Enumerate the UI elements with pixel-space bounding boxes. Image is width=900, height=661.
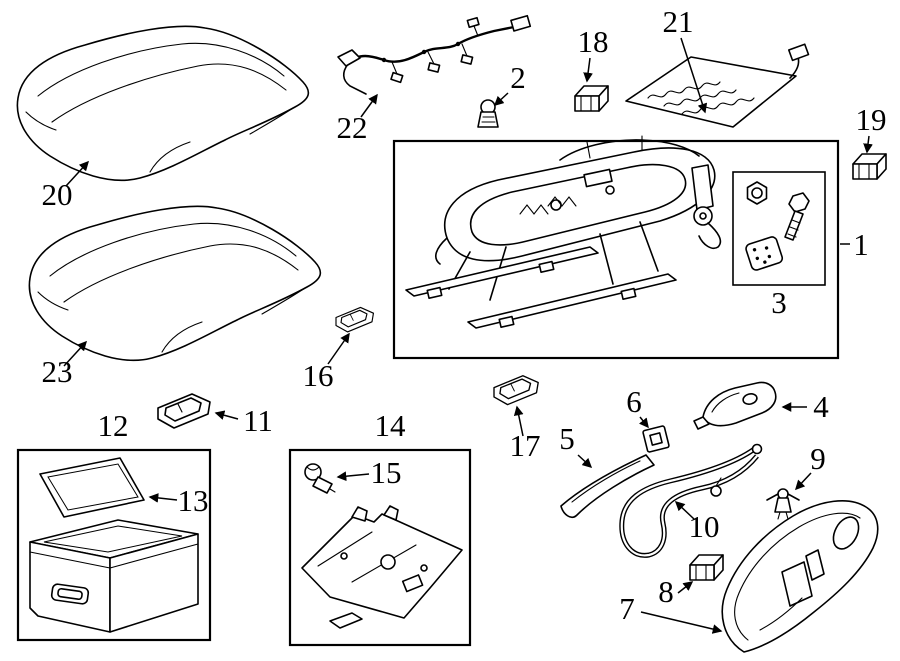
- part-4-side-bracket: [693, 381, 777, 430]
- callout-8[interactable]: 8: [658, 574, 674, 609]
- callout-12[interactable]: 12: [98, 408, 129, 443]
- callout-15[interactable]: 15: [371, 455, 402, 490]
- callout-3[interactable]: 3: [771, 285, 787, 320]
- callout-4[interactable]: 4: [813, 389, 829, 424]
- part-3-hardware-set: [732, 171, 826, 286]
- leader-arrow-5: [577, 454, 593, 468]
- leader-arrow-21: [680, 37, 708, 114]
- callout-6[interactable]: 6: [626, 384, 642, 419]
- leader-arrow-9: [794, 472, 812, 491]
- part-19-retainer-clip: [852, 153, 887, 180]
- part-17-retainer-clip: [493, 375, 539, 406]
- part-14-seat-bracket: [301, 505, 463, 629]
- leader-arrow-7: [640, 611, 723, 634]
- leader-arrow-22: [360, 93, 378, 118]
- part-9-fastener: [766, 488, 800, 520]
- leader-arrow-11: [214, 410, 239, 420]
- leader-arrow-15: [336, 471, 370, 482]
- callout-21[interactable]: 21: [663, 4, 694, 39]
- callout-19[interactable]: 19: [856, 102, 887, 137]
- callout-17[interactable]: 17: [510, 428, 541, 463]
- callout-22[interactable]: 22: [337, 110, 368, 145]
- callout-23[interactable]: 23: [42, 354, 73, 389]
- callout-10[interactable]: 10: [689, 509, 720, 544]
- part-11-retainer-clip: [157, 393, 211, 429]
- part-8-retainer-clip: [689, 554, 724, 581]
- callout-7[interactable]: 7: [619, 591, 635, 626]
- part-13-liner-mat: [39, 457, 145, 518]
- leader-arrow-8: [677, 581, 694, 594]
- part-5-trim-strip: [560, 454, 655, 519]
- part-18-retainer-clip: [574, 85, 609, 112]
- callout-14[interactable]: 14: [375, 408, 407, 443]
- leader-arrow-6: [639, 416, 649, 429]
- callout-11[interactable]: 11: [243, 403, 273, 438]
- part-16-retainer-clip: [335, 306, 375, 333]
- callout-5[interactable]: 5: [559, 421, 575, 456]
- callout-16[interactable]: 16: [303, 358, 334, 393]
- part-12-box: [16, 448, 212, 642]
- callout-18[interactable]: 18: [578, 24, 609, 59]
- leader-arrow-18: [583, 57, 593, 83]
- callout-1[interactable]: 1: [853, 227, 869, 262]
- part-23-seat-cushion: [28, 205, 322, 362]
- callout-9[interactable]: 9: [810, 441, 826, 476]
- part-2-push-pin: [477, 99, 499, 128]
- part-6-square-clip: [642, 425, 670, 453]
- part-1-seat-frame: [405, 135, 722, 329]
- part-15-bulb-socket: [304, 463, 336, 494]
- leader-arrow-19: [863, 135, 873, 154]
- leader-arrow-23: [63, 340, 87, 367]
- leader-arrow-13: [148, 493, 178, 503]
- part-22-wiring-harness: [337, 14, 532, 95]
- callout-20[interactable]: 20: [42, 177, 73, 212]
- callout-2[interactable]: 2: [510, 60, 526, 95]
- part-12-storage-drawer: [29, 519, 199, 633]
- part-20-seat-cushion: [16, 25, 310, 182]
- leader-arrow-10: [674, 500, 695, 520]
- part-21-heater-pad: [625, 43, 810, 128]
- leader-arrow-2: [493, 92, 509, 106]
- part-14-box: [288, 448, 472, 647]
- part-10-support-rod: [619, 443, 763, 558]
- leader-arrow-16: [327, 332, 350, 365]
- leader-arrow-20: [65, 160, 89, 187]
- part-7-side-panel: [721, 500, 879, 653]
- callout-13[interactable]: 13: [178, 483, 209, 518]
- leader-arrow-17: [513, 405, 524, 437]
